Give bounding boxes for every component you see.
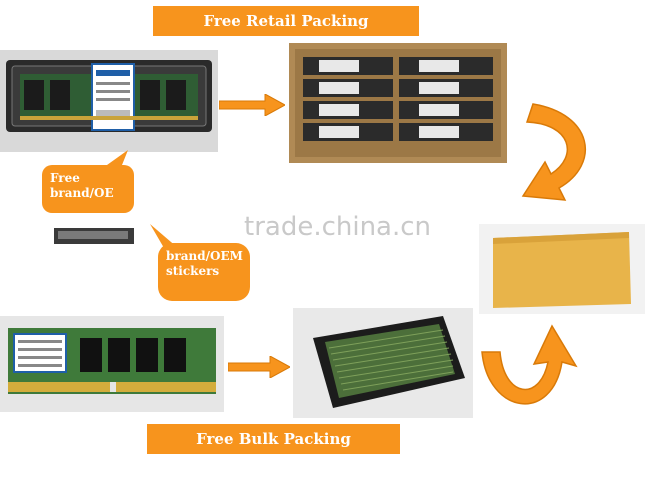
curved-arrow-down-icon (515, 100, 605, 212)
right-arrow-icon (219, 94, 285, 116)
shipping-carton-photo (479, 224, 645, 314)
retail-sticker-text: Free brand/OE (50, 171, 114, 200)
retail-box-photo (289, 43, 507, 163)
bulk-packing-title: Free Bulk Packing (196, 430, 351, 448)
watermark-text: trade.china.cn (244, 212, 432, 242)
retail-packing-title: Free Retail Packing (203, 12, 369, 30)
bulk-sticker-bubble: brand/OEM stickers (158, 243, 250, 301)
retail-bubble-tail (96, 150, 130, 170)
bulk-ram-stick-photo (0, 316, 224, 412)
sticker-strip (54, 228, 134, 244)
bulk-bubble-tail (150, 224, 180, 248)
bulk-sticker-text: brand/OEM stickers (166, 249, 243, 278)
bulk-tray-photo (293, 308, 473, 418)
retail-packing-banner: Free Retail Packing (153, 6, 419, 36)
retail-ram-clamshell-photo (0, 50, 218, 152)
right-arrow-icon (228, 356, 290, 378)
retail-sticker-bubble: Free brand/OE (42, 165, 134, 213)
curved-arrow-up-icon (478, 322, 582, 426)
bulk-packing-banner: Free Bulk Packing (147, 424, 400, 454)
